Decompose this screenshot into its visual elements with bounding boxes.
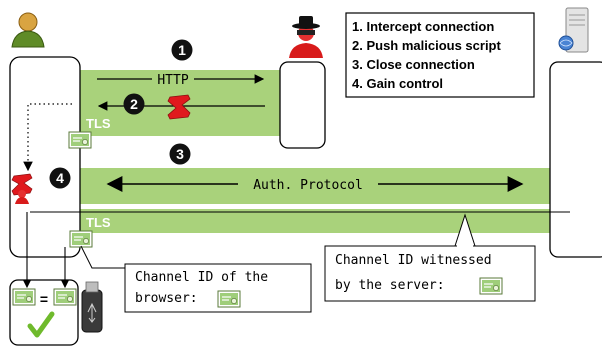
tls-label-bottom: TLS [86, 215, 111, 230]
server-callout-line1: Channel ID witnessed [335, 253, 492, 268]
badge-1: 1 [171, 39, 193, 61]
certificate-icon [479, 277, 503, 295]
equals-sign: = [40, 291, 48, 307]
tls-label-top: TLS [86, 116, 111, 131]
tls-channel-band-bottom [80, 209, 550, 233]
server-box [549, 61, 602, 258]
svg-text:3: 3 [176, 146, 184, 162]
auth-protocol-label: Auth. Protocol [253, 178, 363, 193]
red-scroll-icon [167, 94, 191, 120]
browser-callout-line2: browser: [135, 291, 198, 306]
attacker-spy-icon [289, 16, 323, 58]
browser-box [9, 56, 81, 258]
certificate-icon [68, 131, 92, 149]
badge-3: 3 [169, 143, 191, 165]
svg-text:2: 2 [130, 96, 138, 112]
step-item-4: 4. Gain control [352, 76, 443, 91]
usb-token-icon [81, 281, 103, 333]
browser-callout-line1: Channel ID of the [135, 270, 268, 285]
step-item-2: 2. Push malicious script [352, 38, 501, 53]
certificate-icon [53, 288, 77, 306]
svg-text:4: 4 [56, 170, 64, 186]
step-item-1: 1. Intercept connection [352, 19, 494, 34]
certificate-icon [69, 230, 93, 248]
steps-legend-box [345, 12, 535, 98]
certificate-icon [12, 288, 36, 306]
server-icon [558, 7, 589, 53]
user-icon [11, 12, 45, 48]
svg-text:1: 1 [178, 42, 186, 58]
badge-4: 4 [49, 167, 71, 189]
step-item-3: 3. Close connection [352, 57, 475, 72]
badge-2: 2 [123, 93, 145, 115]
green-check-icon [27, 311, 55, 338]
http-label: HTTP [157, 73, 188, 88]
server-callout-line2: by the server: [335, 278, 445, 293]
certificate-icon [217, 290, 241, 308]
control-path-dotted [23, 103, 72, 172]
browser-callout-pointer [80, 245, 125, 269]
attacker-box [279, 61, 326, 149]
attacker-in-browser-icon [11, 173, 33, 204]
